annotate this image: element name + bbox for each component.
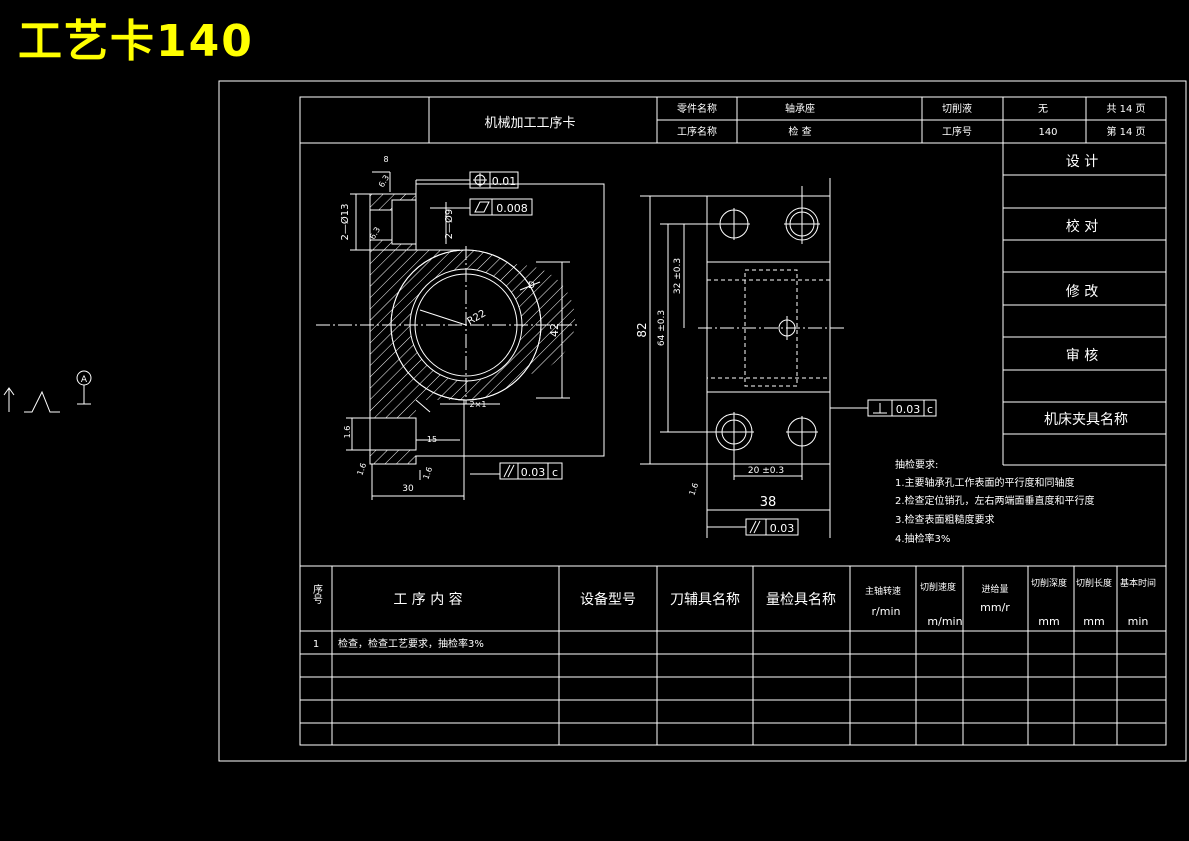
coolant-value: 无 [1038, 104, 1048, 115]
front-view [640, 178, 868, 538]
header-grid [300, 97, 1166, 144]
page-title: 工艺卡140 [18, 16, 254, 67]
dim-2x1: 2×1 [470, 400, 487, 409]
dim-20: 20 ±0.3 [748, 466, 784, 476]
page-no: 第 14 页 [1106, 125, 1145, 138]
requirement-4: 4.抽检率3% [895, 532, 950, 545]
dim-15: 15 [427, 435, 437, 444]
th-seq: 序号 [311, 583, 323, 605]
dim-2x13: 2—Ø13 [339, 204, 351, 241]
sign-modify: 修 改 [1066, 284, 1098, 300]
th-tool: 刀辅具名称 [670, 592, 740, 608]
th-speed: 切削速度 [920, 581, 956, 593]
th-depth: 切削深度 [1031, 577, 1067, 589]
tol-frame-parallel-bottom [707, 518, 799, 536]
th-time: 基本时间 [1120, 577, 1156, 589]
tol-parallel-bottom-value: 0.03 [770, 522, 795, 535]
requirement-1: 1.主要轴承孔工作表面的平行度和同轴度 [895, 476, 1075, 489]
process-name-value: 检 查 [788, 125, 811, 138]
side-symbol: A [3, 370, 92, 413]
process-no-value: 140 [1038, 127, 1057, 138]
th-length-unit: mm [1083, 615, 1104, 628]
tol-perpendicular-value: 0.03 [896, 403, 921, 416]
tol-position-value: 0.01 [492, 175, 517, 188]
th-speed-unit: m/min [927, 615, 962, 628]
sign-design: 设 计 [1066, 154, 1098, 170]
dim-32: 32 ±0.3 [673, 258, 683, 294]
process-name-label: 工序名称 [677, 125, 717, 138]
coolant-label: 切削液 [942, 102, 972, 115]
rough-1-6-a: 1.6 [343, 426, 352, 439]
th-length: 切削长度 [1076, 577, 1112, 589]
datum-label: A [81, 375, 88, 385]
tol-flatness-value: 0.008 [496, 202, 528, 215]
requirements-heading: 抽检要求: [895, 458, 938, 471]
tol-parallel-left-value: 0.03 [521, 466, 546, 479]
card-name: 机械加工工序卡 [484, 116, 575, 131]
th-spindle: 主轴转速 [865, 585, 901, 597]
th-content: 工 序 内 容 [393, 591, 462, 608]
part-name-label: 零件名称 [677, 102, 717, 115]
total-pages: 共 14 页 [1106, 103, 1145, 115]
sign-review: 审 核 [1066, 348, 1098, 364]
rough-6-3-a: 6.3 [377, 173, 391, 189]
dim-8: 8 [383, 155, 388, 164]
sign-panel [1002, 143, 1166, 466]
dim-82: 82 [635, 322, 649, 337]
th-feed-unit: mm/r [980, 601, 1010, 614]
inner-frame [299, 96, 1167, 746]
tol-frame-parallel-left [499, 462, 563, 480]
th-gauge: 量检具名称 [766, 592, 836, 608]
tol-frame-flatness [469, 198, 533, 216]
part-name-value: 轴承座 [785, 102, 815, 115]
rough-1-6-c: 1.6 [421, 466, 434, 481]
th-spindle-unit: r/min [872, 605, 901, 618]
dim-38: 38 [760, 495, 777, 510]
dim-30: 30 [402, 484, 414, 494]
dim-64: 64 ±0.3 [657, 310, 667, 346]
rough-1-6-b: 1.6 [355, 462, 368, 477]
th-depth-unit: mm [1038, 615, 1059, 628]
process-no-label: 工序号 [942, 125, 972, 138]
row-1-content: 检查，检查工艺要求，抽检率3% [338, 637, 484, 650]
outer-frame [218, 80, 1187, 762]
process-table-grid [300, 565, 1166, 745]
sign-check: 校 对 [1066, 218, 1098, 235]
rough-1-6-d: 1.6 [687, 482, 700, 497]
dim-2x9: 2—Ø9 [443, 209, 455, 240]
th-equipment: 设备型号 [580, 591, 636, 608]
th-feed: 进给量 [981, 583, 1008, 595]
sign-fixture: 机床夹具名称 [1044, 412, 1128, 428]
tol-frame-perpendicular [867, 399, 937, 417]
requirement-2: 2.检查定位销孔，左右两端面垂直度和平行度 [895, 494, 1095, 507]
section-view [316, 171, 605, 500]
row-1-seq: 1 [313, 639, 319, 650]
dim-d: D [528, 281, 535, 291]
tol-perpendicular-ref: c [927, 403, 933, 416]
tol-frame-position [469, 171, 519, 189]
requirement-3: 3.检查表面粗糙度要求 [895, 513, 995, 526]
tol-parallel-left-ref: c [552, 466, 558, 479]
dim-42: 42 [548, 323, 561, 337]
th-time-unit: min [1128, 615, 1149, 628]
